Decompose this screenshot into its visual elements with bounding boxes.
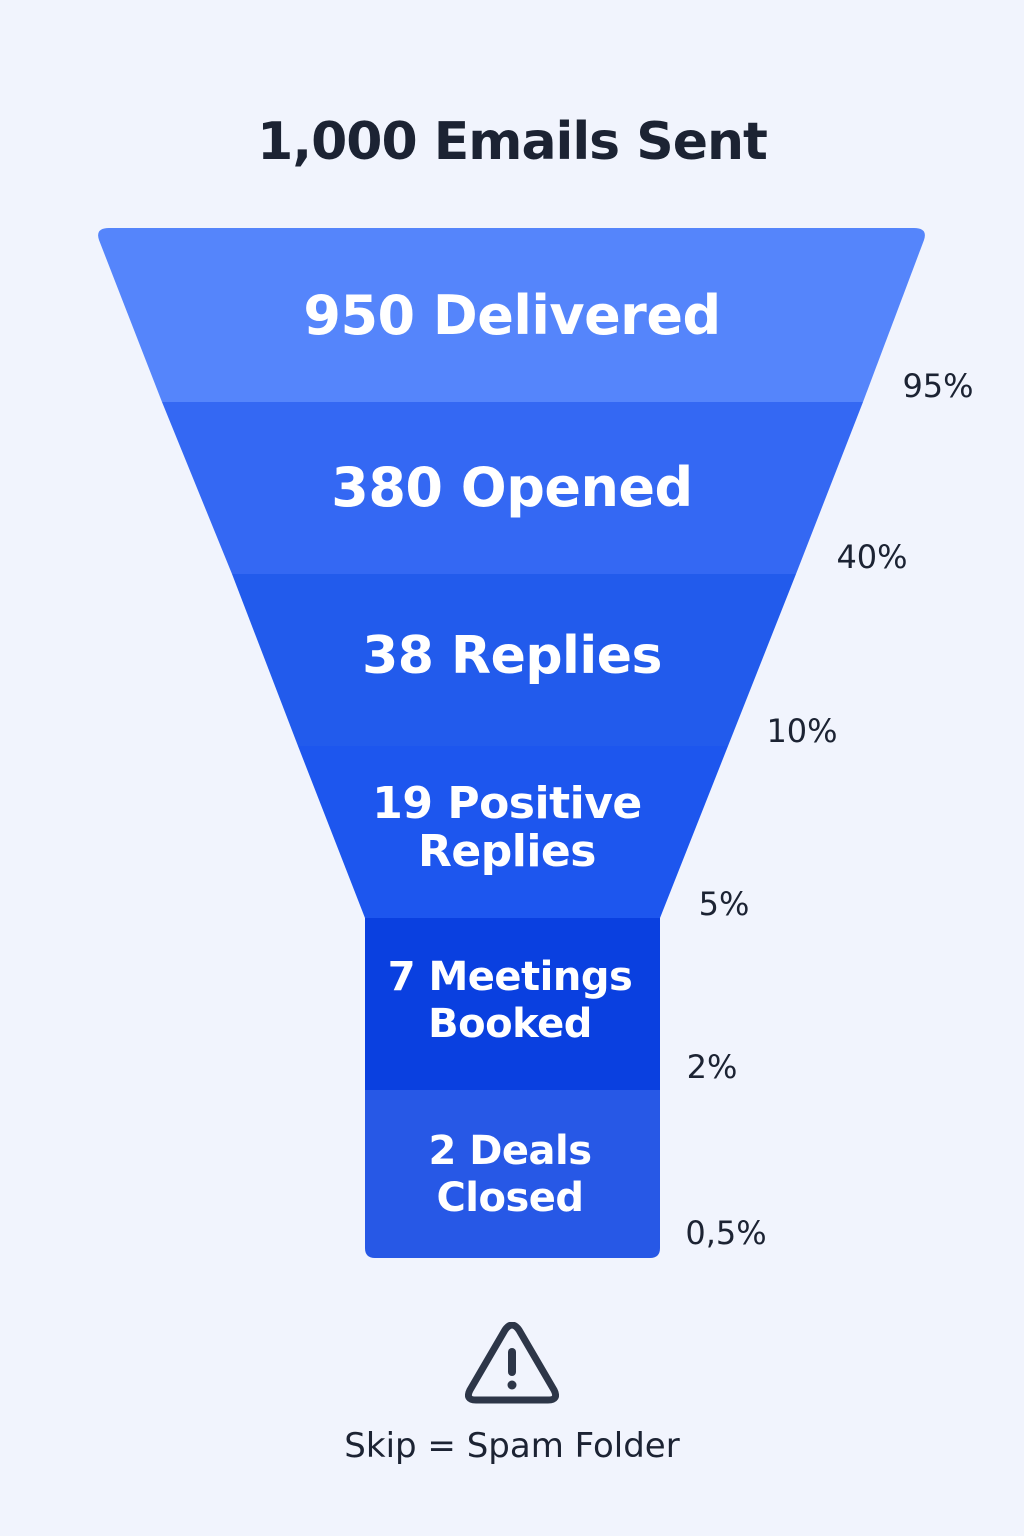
warning-icon xyxy=(465,1322,559,1404)
footer-note: Skip = Spam Folder xyxy=(344,1426,680,1466)
stage-label-opened: 380 Opened xyxy=(331,456,693,519)
stage-label-replies: 38 Replies xyxy=(362,626,662,686)
rate-label-opened: 40% xyxy=(836,538,908,576)
rate-label-deals-closed: 0,5% xyxy=(685,1214,767,1252)
rate-label-meetings-booked: 2% xyxy=(686,1048,738,1086)
rate-label-delivered: 95% xyxy=(902,367,974,405)
funnel-stage-1 xyxy=(98,228,925,402)
rate-label-replies: 10% xyxy=(766,712,838,750)
stage-label-delivered: 950 Delivered xyxy=(303,284,721,347)
funnel-stage-3 xyxy=(232,574,796,746)
funnel-stage-6 xyxy=(365,1090,660,1258)
funnel-stage-5 xyxy=(365,918,660,1090)
rate-label-positive-replies: 5% xyxy=(698,885,750,923)
funnel-stage-2 xyxy=(162,402,863,574)
funnel-stage-4 xyxy=(298,746,728,918)
chart-title: 1,000 Emails Sent xyxy=(257,112,768,172)
